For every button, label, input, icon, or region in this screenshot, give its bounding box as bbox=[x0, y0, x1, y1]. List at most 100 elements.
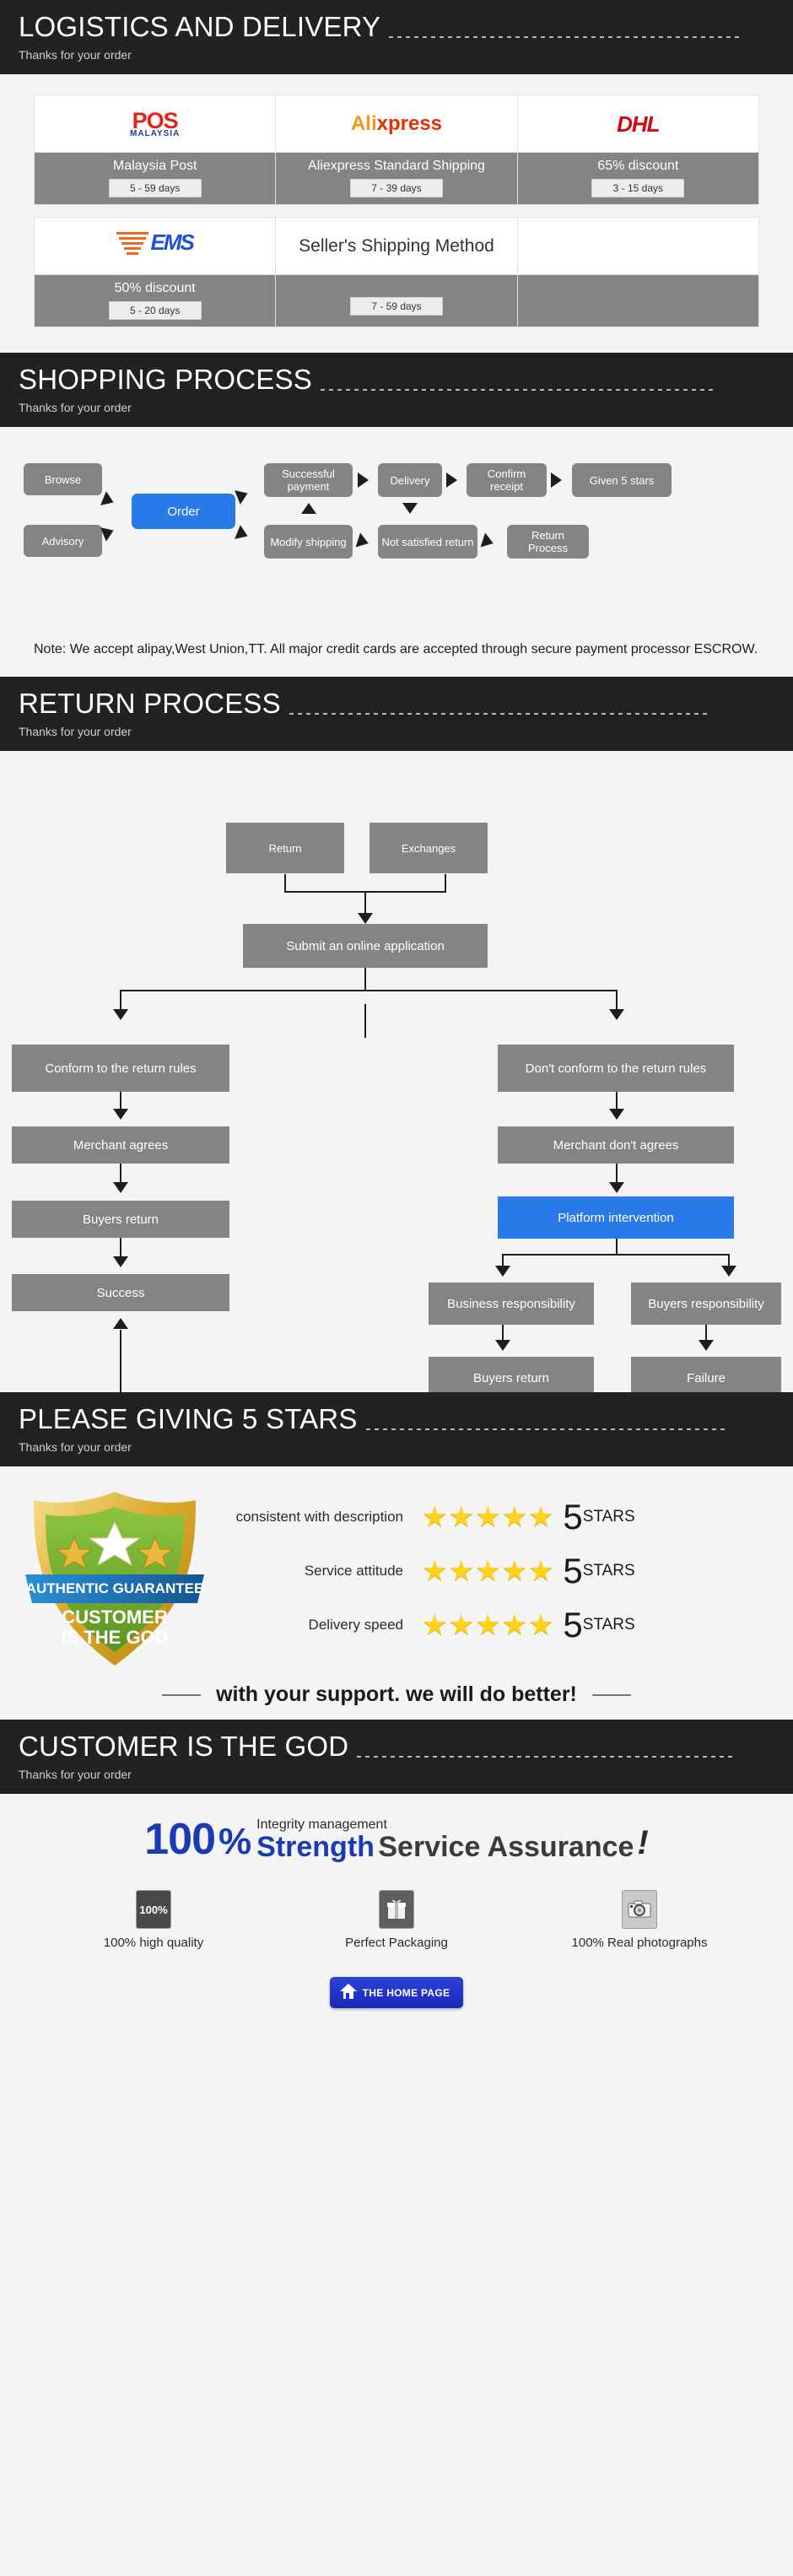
feature-label: 100% Real photographs bbox=[571, 1936, 708, 1950]
home-button-wrap: THE HOME PAGE bbox=[0, 1977, 793, 2008]
flow-node-exchanges[interactable]: Exchanges bbox=[370, 823, 488, 873]
flow-node-successful-payment[interactable]: Successful payment bbox=[264, 463, 353, 497]
arrow-to-submit-application bbox=[358, 913, 373, 924]
section-title: PLEASE GIVING 5 STARS bbox=[19, 1403, 358, 1434]
home-icon bbox=[339, 1984, 357, 2001]
connector bbox=[120, 990, 618, 991]
percent-badge-icon: 100% bbox=[136, 1890, 171, 1929]
section-header-logistics: LOGISTICS AND DELIVERY Thanks for your o… bbox=[0, 0, 793, 74]
flow-node-success[interactable]: Success bbox=[12, 1274, 229, 1311]
flow-node-dont-conform-to-return-rules[interactable]: Don't conform to the return rules bbox=[498, 1045, 734, 1092]
flow-node-conform-to-return-rules[interactable]: Conform to the return rules bbox=[12, 1045, 229, 1092]
title-dotted-rule bbox=[365, 1428, 729, 1430]
shipping-days-badge: 7 - 39 days bbox=[349, 178, 443, 197]
shipping-days-badge: 3 - 15 days bbox=[591, 178, 685, 197]
cell-info-pos-malaysia: Malaysia Post 5 - 59 days bbox=[33, 152, 277, 205]
arrow-to-buyers-responsibility bbox=[721, 1266, 736, 1277]
arrow-to-buyers-return bbox=[113, 1182, 128, 1193]
section-subtitle: Thanks for your order bbox=[19, 401, 132, 414]
pos-logo-subtext: MALAYSIA bbox=[130, 128, 181, 138]
slogan-hundred: 100 bbox=[144, 1815, 216, 1864]
flow-node-buyers-return-right[interactable]: Buyers return bbox=[429, 1357, 594, 1399]
section-title: LOGISTICS AND DELIVERY bbox=[19, 11, 381, 42]
feature-item: Perfect Packaging bbox=[308, 1890, 485, 1950]
flow-node-platform-intervention[interactable]: Platform intervention bbox=[498, 1196, 734, 1239]
cell-sellers-shipping-method: Seller's Shipping Method bbox=[275, 217, 518, 275]
flow-node-browse[interactable]: Browse bbox=[24, 463, 102, 495]
connector bbox=[502, 1254, 730, 1256]
section-title: CUSTOMER IS THE GOD bbox=[19, 1731, 349, 1762]
arrow-advisory-to-order bbox=[100, 523, 116, 542]
star-rating-icons: ★★★★★ bbox=[422, 1501, 555, 1533]
arrow-to-platform-intervention bbox=[609, 1182, 624, 1193]
badge-line2: IS THE GOD bbox=[61, 1627, 168, 1648]
shipping-title: Malaysia Post bbox=[112, 158, 197, 173]
flow-node-submit-application[interactable]: Submit an online application bbox=[243, 924, 488, 968]
section-subtitle: Thanks for your order bbox=[19, 48, 132, 62]
slogan-bottom: Strength Service Assurance bbox=[256, 1833, 634, 1861]
rating-row: Delivery speed ★★★★★ 5 STARS bbox=[211, 1598, 785, 1652]
shield-icon: AUTHENTIC GUARANTEE CUSTOMER IS THE GOD bbox=[25, 1492, 204, 1666]
connector bbox=[616, 1092, 618, 1112]
ali-text: Ali bbox=[350, 111, 377, 135]
home-page-button[interactable]: THE HOME PAGE bbox=[329, 1977, 464, 2008]
support-message-row: with your support. we will do better! bbox=[0, 1682, 793, 1707]
return-process-flowchart: Return Exchanges Submit an online applic… bbox=[0, 751, 793, 1424]
flow-node-not-satisfied-return[interactable]: Not satisfied return bbox=[378, 525, 477, 559]
shipping-title: 50% discount bbox=[114, 280, 196, 295]
gift-icon-glyph bbox=[387, 1899, 406, 1919]
flow-node-delivery[interactable]: Delivery bbox=[378, 463, 442, 497]
slogan-percent: % bbox=[218, 1821, 252, 1862]
shipping-methods-table-row1: POS MALAYSIA Alixpress DHL Malaysia Post… bbox=[33, 95, 760, 205]
flow-node-merchant-dont-agrees[interactable]: Merchant don't agrees bbox=[498, 1126, 734, 1164]
title-dotted-rule bbox=[289, 713, 711, 715]
cell-info-dhl: 65% discount 3 - 15 days bbox=[516, 152, 760, 205]
section-subtitle: Thanks for your order bbox=[19, 1768, 132, 1781]
cell-logo-ems: EMS bbox=[33, 217, 277, 275]
connector bbox=[445, 874, 446, 893]
slogan-exclamation: ! bbox=[637, 1824, 649, 1861]
flow-node-modify-shipping[interactable]: Modify shipping bbox=[264, 525, 353, 559]
connector-stub bbox=[364, 1004, 366, 1038]
section-header-god: CUSTOMER IS THE GOD Thanks for your orde… bbox=[0, 1720, 793, 1794]
flow-node-return-process[interactable]: Return Process bbox=[507, 525, 589, 559]
arrow-confirm-to-stars bbox=[551, 473, 562, 488]
shipping-days-badge: 5 - 59 days bbox=[108, 178, 202, 197]
connector bbox=[120, 1330, 121, 1424]
flow-node-advisory[interactable]: Advisory bbox=[24, 525, 102, 557]
section-subtitle: Thanks for your order bbox=[19, 725, 132, 738]
aliexpress-logo: Alixpress bbox=[281, 111, 511, 135]
flow-node-buyers-responsibility[interactable]: Buyers responsibility bbox=[631, 1283, 781, 1325]
arrow-not-satisfied-to-return-process bbox=[480, 532, 496, 551]
connector bbox=[120, 1164, 121, 1185]
rating-score: 5 bbox=[563, 1551, 583, 1590]
flow-node-business-responsibility[interactable]: Business responsibility bbox=[429, 1283, 594, 1325]
feature-label: 100% high quality bbox=[103, 1936, 204, 1950]
section-header-returns: RETURN PROCESS Thanks for your order bbox=[0, 677, 793, 751]
express-text: xpress bbox=[376, 111, 443, 135]
payment-note: Note: We accept alipay,West Union,TT. Al… bbox=[34, 642, 758, 656]
table-row-info: 50% discount 5 - 20 days 7 - 59 days bbox=[33, 274, 760, 327]
rating-unit: STARS bbox=[582, 1562, 635, 1580]
section-header-shopping: SHOPPING PROCESS Thanks for your order bbox=[0, 353, 793, 427]
cell-info-sellers-method: 7 - 59 days bbox=[275, 274, 518, 327]
flow-node-buyers-return-left[interactable]: Buyers return bbox=[12, 1201, 229, 1238]
arrow-to-failure bbox=[699, 1340, 714, 1351]
flow-node-merchant-agrees[interactable]: Merchant agrees bbox=[12, 1126, 229, 1164]
connector bbox=[120, 990, 121, 1013]
title-dotted-rule bbox=[389, 36, 744, 38]
flow-node-confirm-receipt[interactable]: Confirm receipt bbox=[467, 463, 547, 497]
flow-node-given-5-stars[interactable]: Given 5 stars bbox=[572, 463, 672, 497]
flow-node-order[interactable]: Order bbox=[132, 494, 235, 529]
flow-node-return[interactable]: Return bbox=[226, 823, 344, 873]
table-row-logos: POS MALAYSIA Alixpress DHL bbox=[33, 95, 760, 153]
feature-item: 100% 100% high quality bbox=[65, 1890, 242, 1950]
flow-node-failure[interactable]: Failure bbox=[631, 1357, 781, 1399]
arrow-to-business-responsibility bbox=[495, 1266, 510, 1277]
feature-list: 100% 100% high quality Perfect Packaging bbox=[0, 1890, 793, 1950]
shipping-title: 65% discount bbox=[597, 158, 679, 173]
gift-box-icon bbox=[379, 1890, 414, 1929]
table-row-info: Malaysia Post 5 - 59 days Aliexpress Sta… bbox=[33, 152, 760, 205]
connector bbox=[120, 1238, 121, 1260]
